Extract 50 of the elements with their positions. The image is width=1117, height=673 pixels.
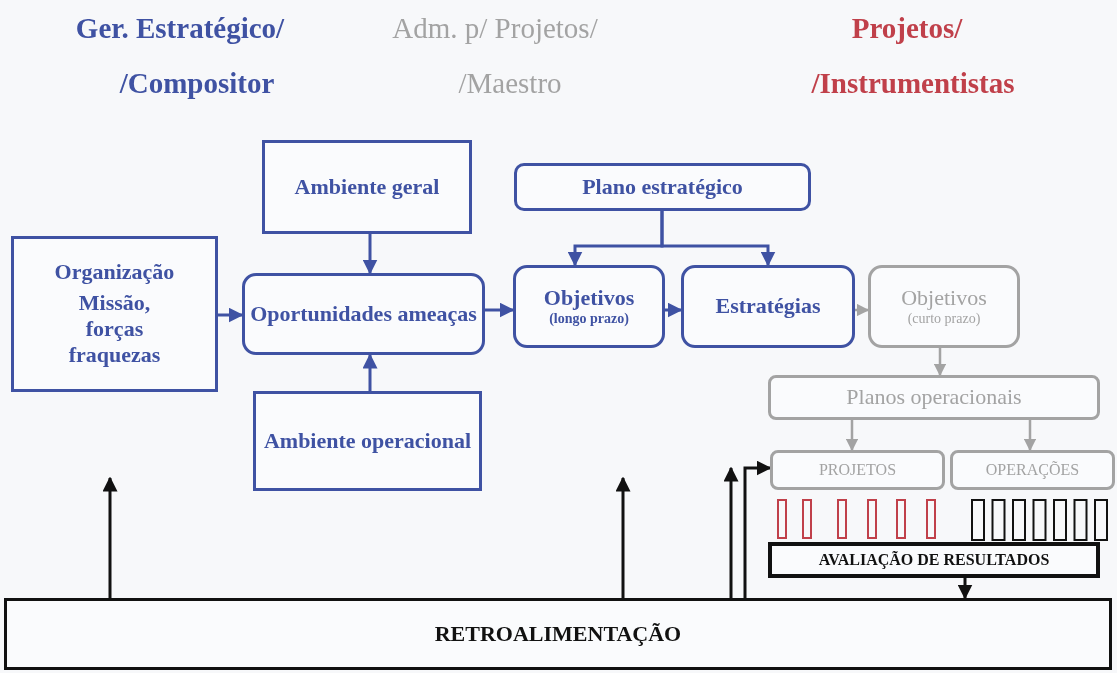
node-label: AVALIAÇÃO DE RESULTADOS (818, 550, 1050, 570)
node-label: Objetivos (901, 284, 987, 312)
arrow (218, 307, 244, 323)
arrow (957, 578, 973, 600)
process-box (768, 542, 1100, 578)
process-box (513, 265, 665, 348)
node-label: PROJETOS (818, 460, 897, 480)
process-box (262, 140, 472, 234)
arrow (660, 211, 776, 267)
node-subtext: Missão, forças fraquezas (67, 289, 162, 369)
process-box (681, 265, 855, 348)
process-box (514, 163, 811, 211)
column-heading: Adm. p/ Projetos/ (392, 12, 598, 45)
process-box (768, 375, 1100, 420)
column-heading: Ger. Estratégico/ (75, 12, 285, 45)
node-label: OPERAÇÕES (985, 460, 1080, 480)
arrow (485, 302, 515, 318)
column-heading: /Maestro (458, 67, 562, 100)
feedback-bar (4, 598, 1112, 670)
arrow (665, 302, 683, 318)
node-label: RETROALIMENTAÇÃO (434, 620, 682, 648)
arrow (743, 460, 772, 598)
node-label: Plano estratégico (582, 173, 743, 201)
arrow (615, 476, 631, 598)
node-label: Organização (54, 259, 175, 286)
node-label: Planos operacionais (846, 384, 1022, 411)
process-box (253, 391, 482, 491)
process-box (242, 273, 485, 355)
node-subtext: (curto prazo) (907, 311, 981, 329)
node-label: Ambiente operacional (263, 427, 472, 455)
arrow (845, 420, 859, 452)
column-heading: Projetos/ (851, 12, 963, 45)
node-subtext: (longo prazo) (549, 311, 629, 329)
arrow (362, 353, 378, 391)
node-label: Objetivos (543, 284, 635, 312)
column-heading: /Compositor (119, 67, 275, 100)
node-label: Estratégias (715, 293, 821, 320)
node-label: Oportunidades ameaças (250, 300, 477, 328)
arrow (362, 234, 378, 275)
node-label: Ambiente geral (294, 173, 440, 201)
process-box (868, 265, 1020, 348)
process-box (950, 450, 1115, 490)
column-heading: /Instrumentistas (811, 67, 1015, 100)
arrow (855, 303, 870, 317)
arrow (102, 476, 118, 598)
arrow (1023, 420, 1037, 452)
arrow (933, 348, 947, 377)
arrow (723, 466, 739, 598)
process-box (770, 450, 945, 490)
process-box (11, 236, 218, 392)
